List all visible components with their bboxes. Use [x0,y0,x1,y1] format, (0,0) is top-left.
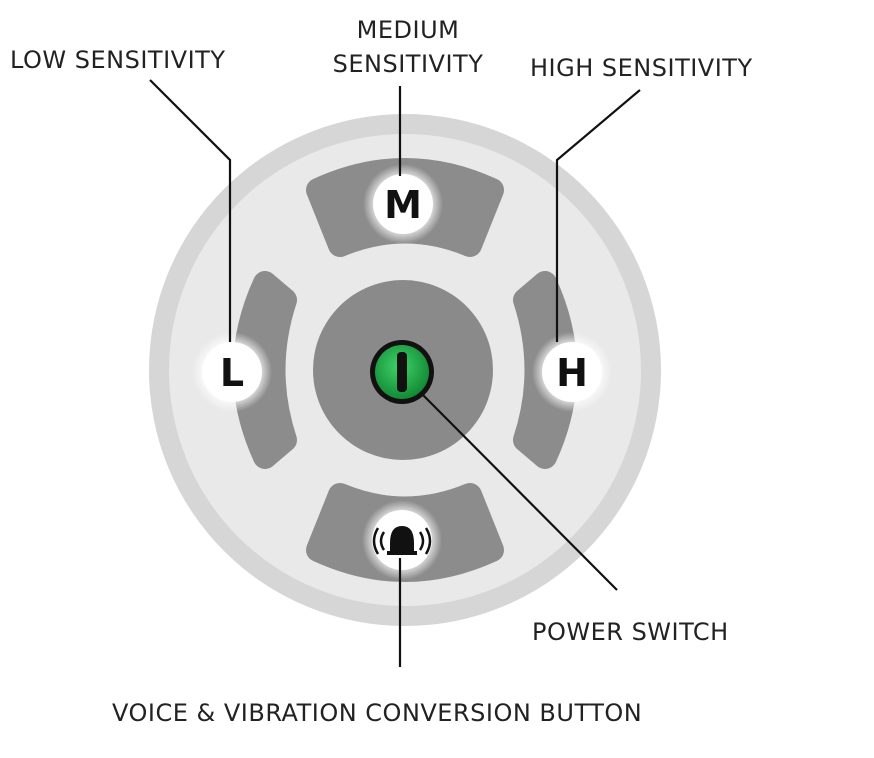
l-button-label: L [220,351,244,395]
leader-high [555,89,641,342]
m-button[interactable]: M [363,164,443,244]
power-button[interactable]: I [370,340,434,404]
leader-low [149,79,232,342]
label-medium-line1: MEDIUM [357,16,460,44]
l-button[interactable]: L [192,332,272,412]
label-power-switch: POWER SWITCH [532,618,729,646]
bell-vibration-icon [372,526,432,555]
label-voice-vibration: VOICE & VIBRATION CONVERSION BUTTON [112,699,642,727]
label-high-sensitivity: HIGH SENSITIVITY [530,54,753,82]
voice-button[interactable] [362,500,442,580]
m-button-label: M [384,183,422,227]
h-button[interactable]: H [532,332,612,412]
label-low-sensitivity: LOW SENSITIVITY [10,46,225,74]
h-button-label: H [556,351,588,395]
label-medium-line2: SENSITIVITY [333,50,484,78]
leader-power [419,391,618,591]
